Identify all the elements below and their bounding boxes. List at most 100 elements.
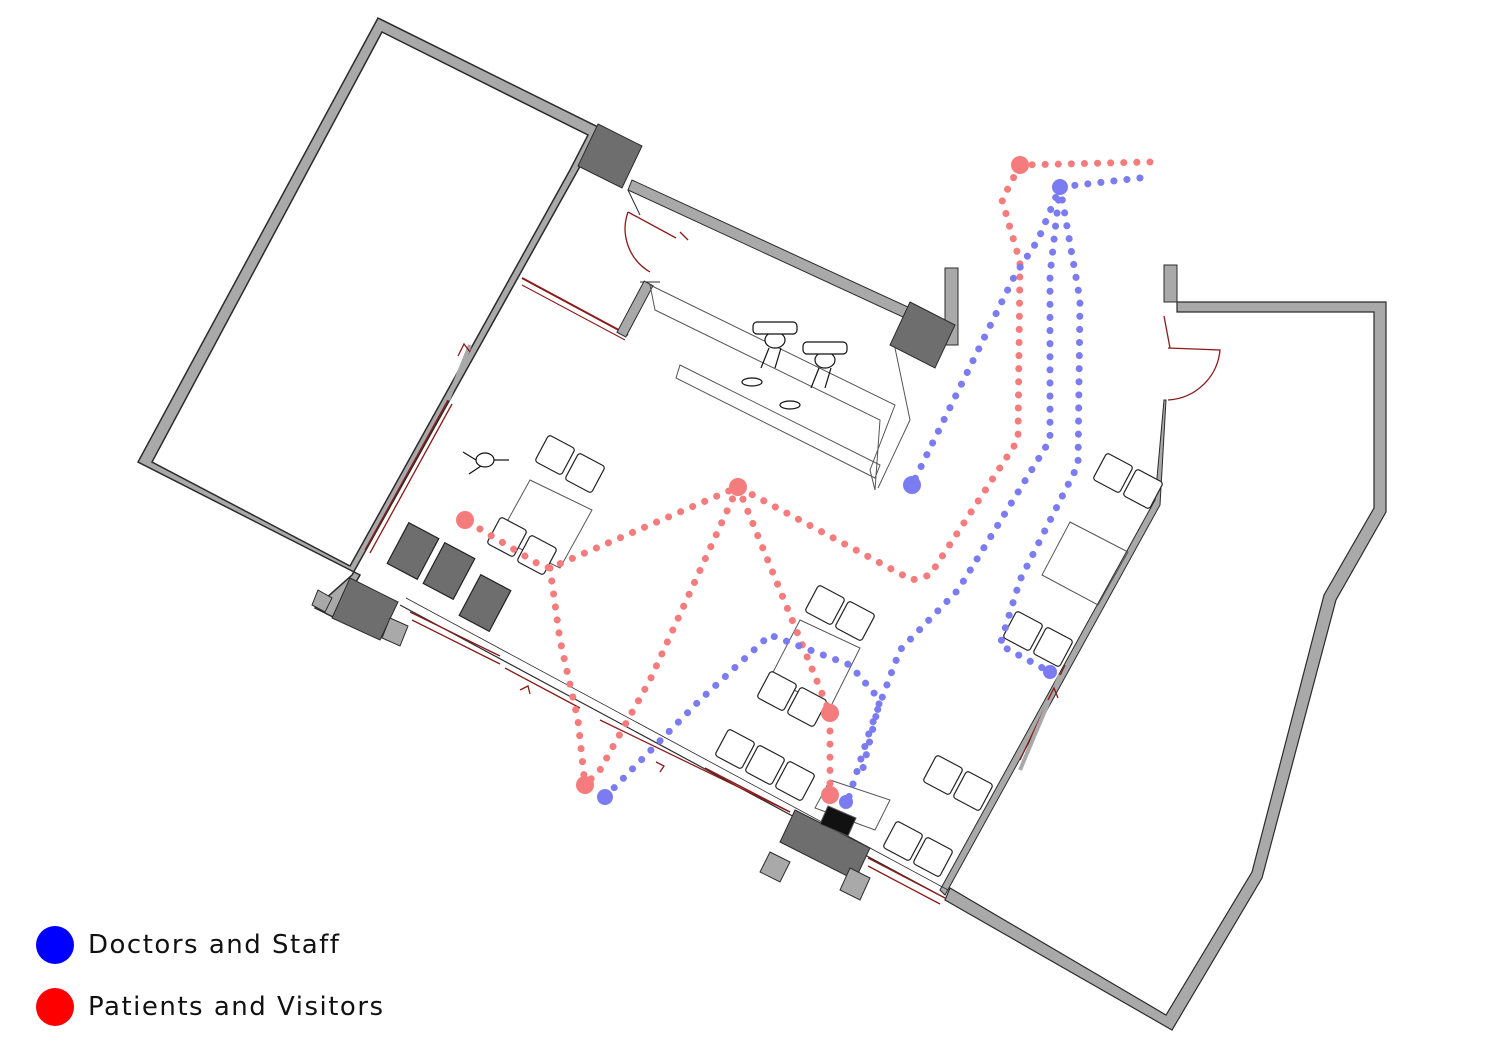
reception-counter	[649, 284, 896, 491]
legend-visitors-label: Patients and Visitors	[88, 992, 385, 1022]
person-icon	[802, 341, 848, 389]
stool-icon	[741, 377, 763, 387]
chair	[923, 755, 963, 795]
stub-wall-right	[1163, 264, 1178, 303]
chair	[787, 687, 827, 727]
visitor-node	[729, 478, 747, 496]
beds	[386, 521, 512, 633]
staff-node	[597, 789, 613, 805]
chair	[487, 517, 527, 557]
staff-path	[601, 630, 884, 801]
reception-return	[894, 347, 911, 421]
visitor-node	[456, 511, 474, 529]
reception-return-2	[877, 419, 911, 489]
sliding-arrow-bottom-a	[519, 685, 531, 695]
sliding-door-bottom	[504, 667, 581, 709]
corridor-left-wall-2	[521, 284, 626, 341]
columns	[311, 123, 956, 901]
visitor-path	[734, 483, 834, 799]
door-top	[624, 211, 651, 273]
partition	[616, 280, 654, 338]
visitor-paths	[461, 158, 1154, 799]
visitor-path	[581, 483, 742, 789]
column-top	[577, 123, 643, 189]
counters	[497, 284, 1129, 837]
staff-path	[995, 183, 1084, 676]
person-icon	[752, 321, 798, 369]
column-left	[331, 577, 399, 641]
chairs	[487, 435, 1163, 877]
chair	[1123, 469, 1163, 509]
chair	[565, 453, 605, 493]
right-room-wall	[944, 301, 1387, 1031]
sliding-door-bottom-mid-2	[704, 767, 791, 813]
chair	[715, 729, 755, 769]
staff-node	[839, 795, 853, 809]
chair	[805, 585, 845, 625]
chair	[1033, 627, 1073, 667]
doors	[364, 211, 1221, 905]
bed	[386, 521, 440, 581]
staff-node	[1043, 665, 1057, 679]
person-icon	[462, 451, 509, 475]
chair	[535, 435, 575, 475]
visitor-node	[1011, 156, 1029, 174]
legend-staff-label: Doctors and Staff	[88, 930, 341, 960]
table-left	[497, 479, 593, 569]
chair	[883, 821, 923, 861]
column-left-base	[311, 589, 333, 613]
sliding-arrow-right	[1047, 686, 1059, 701]
column-mid	[889, 301, 956, 369]
reception-ledge	[675, 364, 881, 479]
column-bottom-base	[759, 851, 791, 883]
sliding-door-bottom-right-2	[867, 865, 941, 905]
sliding-door-bottom-mid	[599, 719, 791, 813]
stool-icon	[779, 400, 801, 410]
column-bottom-base-2	[839, 867, 871, 901]
sliding-door-bottom-right	[867, 857, 946, 899]
sliding-door-left	[364, 399, 449, 551]
nurse-desk	[814, 779, 891, 831]
corridor-wall	[627, 179, 911, 319]
visitor-path	[546, 564, 589, 789]
door-top-leaf	[627, 211, 677, 239]
sliding-door-bottom-left-2	[411, 619, 501, 665]
visitor-node	[821, 704, 839, 722]
door-right	[1167, 347, 1221, 401]
nurse-desk-monitor	[819, 805, 857, 837]
door-top-sill	[679, 231, 689, 241]
people	[462, 321, 848, 475]
sliding-arrow-bottom-b	[655, 761, 665, 773]
staff-path	[844, 183, 1064, 804]
sliding-door-left-frame	[446, 344, 472, 401]
staff-path	[908, 174, 1144, 489]
left-room-interior	[150, 31, 590, 568]
chair	[1093, 453, 1133, 493]
legend-staff: Doctors and Staff	[36, 926, 340, 964]
chair	[1003, 611, 1043, 651]
table-right	[1041, 521, 1129, 606]
visitor-node	[821, 786, 839, 804]
right-room-inner-wall	[939, 399, 1167, 896]
corridor-left-wall	[521, 277, 629, 336]
sliding-door-right-frame	[1018, 674, 1062, 771]
path-nodes	[456, 156, 1068, 809]
chair	[953, 771, 993, 811]
walls	[136, 17, 1387, 1031]
bed	[422, 541, 476, 601]
staff-paths	[601, 174, 1144, 804]
legend-visitors-dot	[36, 988, 74, 1026]
chair	[745, 745, 785, 785]
chair	[835, 601, 875, 641]
column-left-base-2	[381, 617, 409, 647]
sliding-arrow-left	[457, 342, 471, 357]
staff-node	[903, 476, 921, 494]
sliding-door-bottom-left	[409, 611, 501, 657]
door-right-leaf	[1163, 315, 1171, 349]
bed	[458, 573, 512, 633]
sliding-door-left-2	[369, 403, 453, 554]
chair	[775, 761, 815, 801]
legend-visitors: Patients and Visitors	[36, 988, 385, 1026]
legend-staff-dot	[36, 926, 74, 964]
